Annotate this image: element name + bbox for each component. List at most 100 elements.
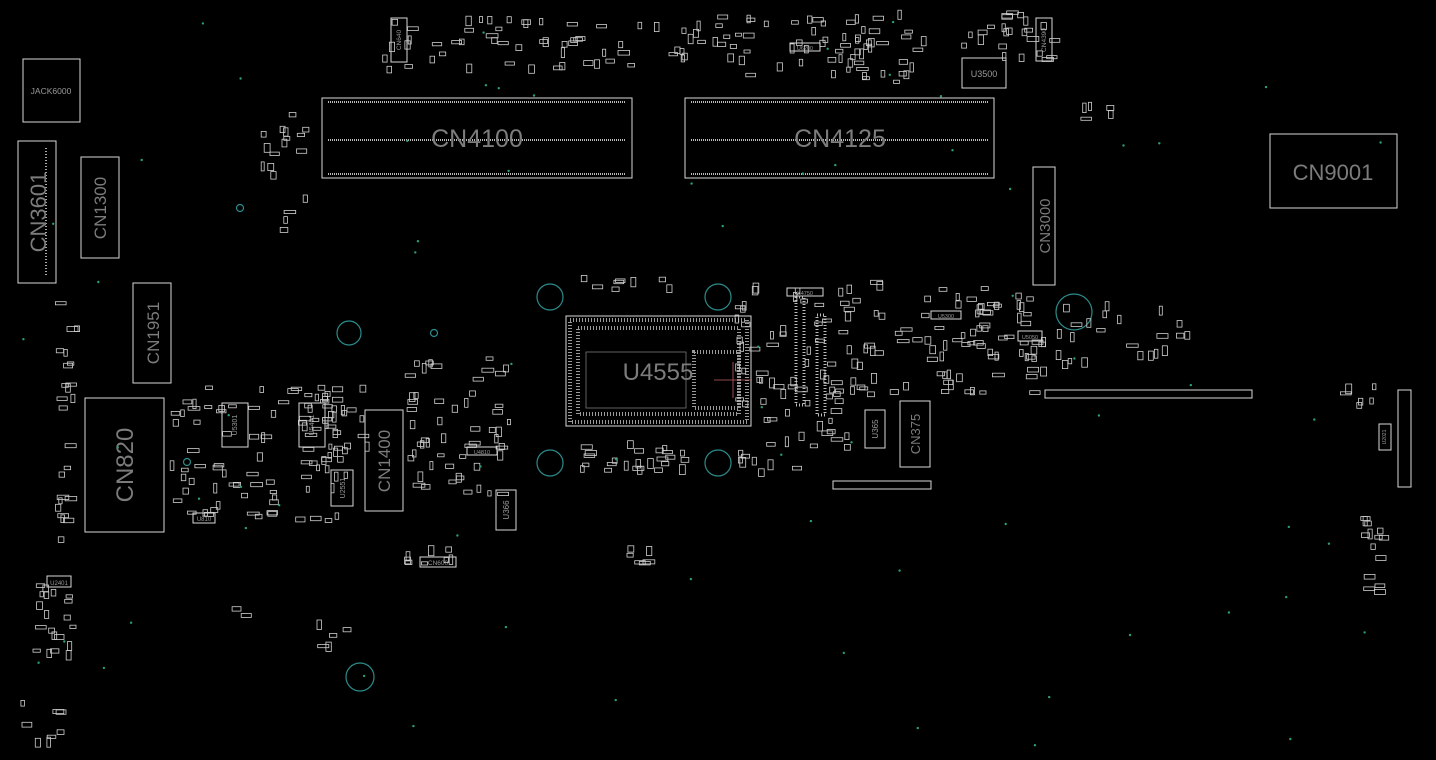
smd-pad [729,44,737,49]
smd-pad [267,511,278,517]
smd-pad [637,466,643,475]
smd-pad [979,309,991,315]
smd-pad [437,416,443,426]
u4810-component[interactable]: U4810 [466,446,498,456]
smd-pad [260,130,267,138]
smd-pad [998,43,1007,50]
smd-pad [485,356,494,361]
smd-pad [334,471,339,482]
cn820-component[interactable]: CN820 [84,397,165,533]
smd-pad [1018,53,1025,62]
u4555-cpu-component[interactable]: U4555 [565,315,752,427]
u2021-component[interactable]: U2021 [1378,423,1392,451]
smd-pad [451,404,459,413]
smd-pad [319,399,330,404]
smd-pad [172,498,183,503]
smd-pad [302,126,310,133]
smd-pad [1104,301,1110,312]
u2401-component[interactable]: U2401 [46,575,72,588]
smd-pad [1080,116,1092,121]
smd-pad [831,70,836,79]
smd-pad [279,125,286,134]
smd-pad [359,415,365,423]
smd-pad [1372,383,1377,391]
u2021-label: U2021 [1382,429,1388,444]
smd-pad [1361,532,1370,538]
smd-pad [429,461,434,471]
smd-pad [528,64,535,74]
smd-pad [955,292,960,301]
smd-pad [494,403,504,408]
smd-pad [331,396,344,403]
smd-pad [504,61,515,66]
u5050-component[interactable]: U5050 [1017,330,1043,342]
cn1300-component[interactable]: CN1300 [80,156,120,259]
smd-pad [897,9,902,20]
smd-pad [1019,349,1024,357]
cn1400-component[interactable]: CN1400 [364,409,404,512]
cn9001-component[interactable]: CN9001 [1269,133,1398,209]
smd-pad [218,405,225,412]
u365-component[interactable]: U365 [864,409,886,449]
smd-pad [924,336,932,345]
smd-pad [796,39,803,46]
smd-pad [63,465,71,471]
cn375-component[interactable]: CN375 [899,400,931,468]
smd-pad [56,729,65,735]
smd-pad [506,418,511,426]
cn640-component[interactable]: CN640 [390,17,408,63]
via [614,458,618,461]
smd-pad [523,19,529,29]
smd-pad [250,482,263,488]
via [951,149,954,152]
smd-pad [448,554,454,565]
smd-pad [283,127,289,137]
via [1264,85,1268,89]
cn4125-component[interactable]: CN4125 [684,97,995,179]
smd-pad [331,405,337,413]
via [201,22,205,25]
smd-pad [364,441,370,452]
cn4390-component[interactable]: CN4390 [1035,17,1053,62]
smd-pad [270,171,277,180]
smd-pad [864,342,875,349]
jack6000-component[interactable]: JACK6000 [22,58,81,123]
smd-pad [647,458,654,469]
smd-pad [498,442,505,450]
smd-pad [637,21,643,30]
smd-pad [580,274,588,283]
smd-pad [658,276,667,283]
smd-pad [1024,352,1029,362]
cn1951-component[interactable]: CN1951 [132,282,172,384]
via [412,724,415,728]
cn600-component[interactable]: CN600 [419,556,457,568]
smd-pad [63,362,73,369]
cn4100-component[interactable]: CN4100 [321,97,633,179]
x4750-component[interactable]: X4750 [786,287,824,297]
cn3000-component[interactable]: CN3000 [1032,166,1056,286]
via [362,674,366,678]
smd-pad [202,509,208,517]
smd-pad [946,369,952,380]
smd-pad [739,341,744,352]
smd-pad [779,331,787,337]
smd-pad [893,79,900,84]
via [416,240,420,243]
smd-pad [909,62,914,73]
smd-pad [210,507,219,513]
smd-pad [205,385,213,390]
smd-pad [868,28,881,35]
cn9001-label: CN9001 [1293,160,1374,185]
smd-pad [780,325,787,336]
smd-pad [74,325,80,332]
smd-pad [889,389,899,395]
smd-pad [406,406,417,412]
smd-pad [271,494,278,501]
smd-pad [481,367,495,373]
u5300-component[interactable]: U5300 [930,310,962,320]
smd-pad [503,364,509,373]
u3500-component[interactable]: U3500 [961,57,1007,89]
u5301-component[interactable]: U5301 [221,402,249,448]
cn3601-component[interactable]: CN3601 [17,140,57,284]
u366-component[interactable]: U366 [495,489,517,531]
